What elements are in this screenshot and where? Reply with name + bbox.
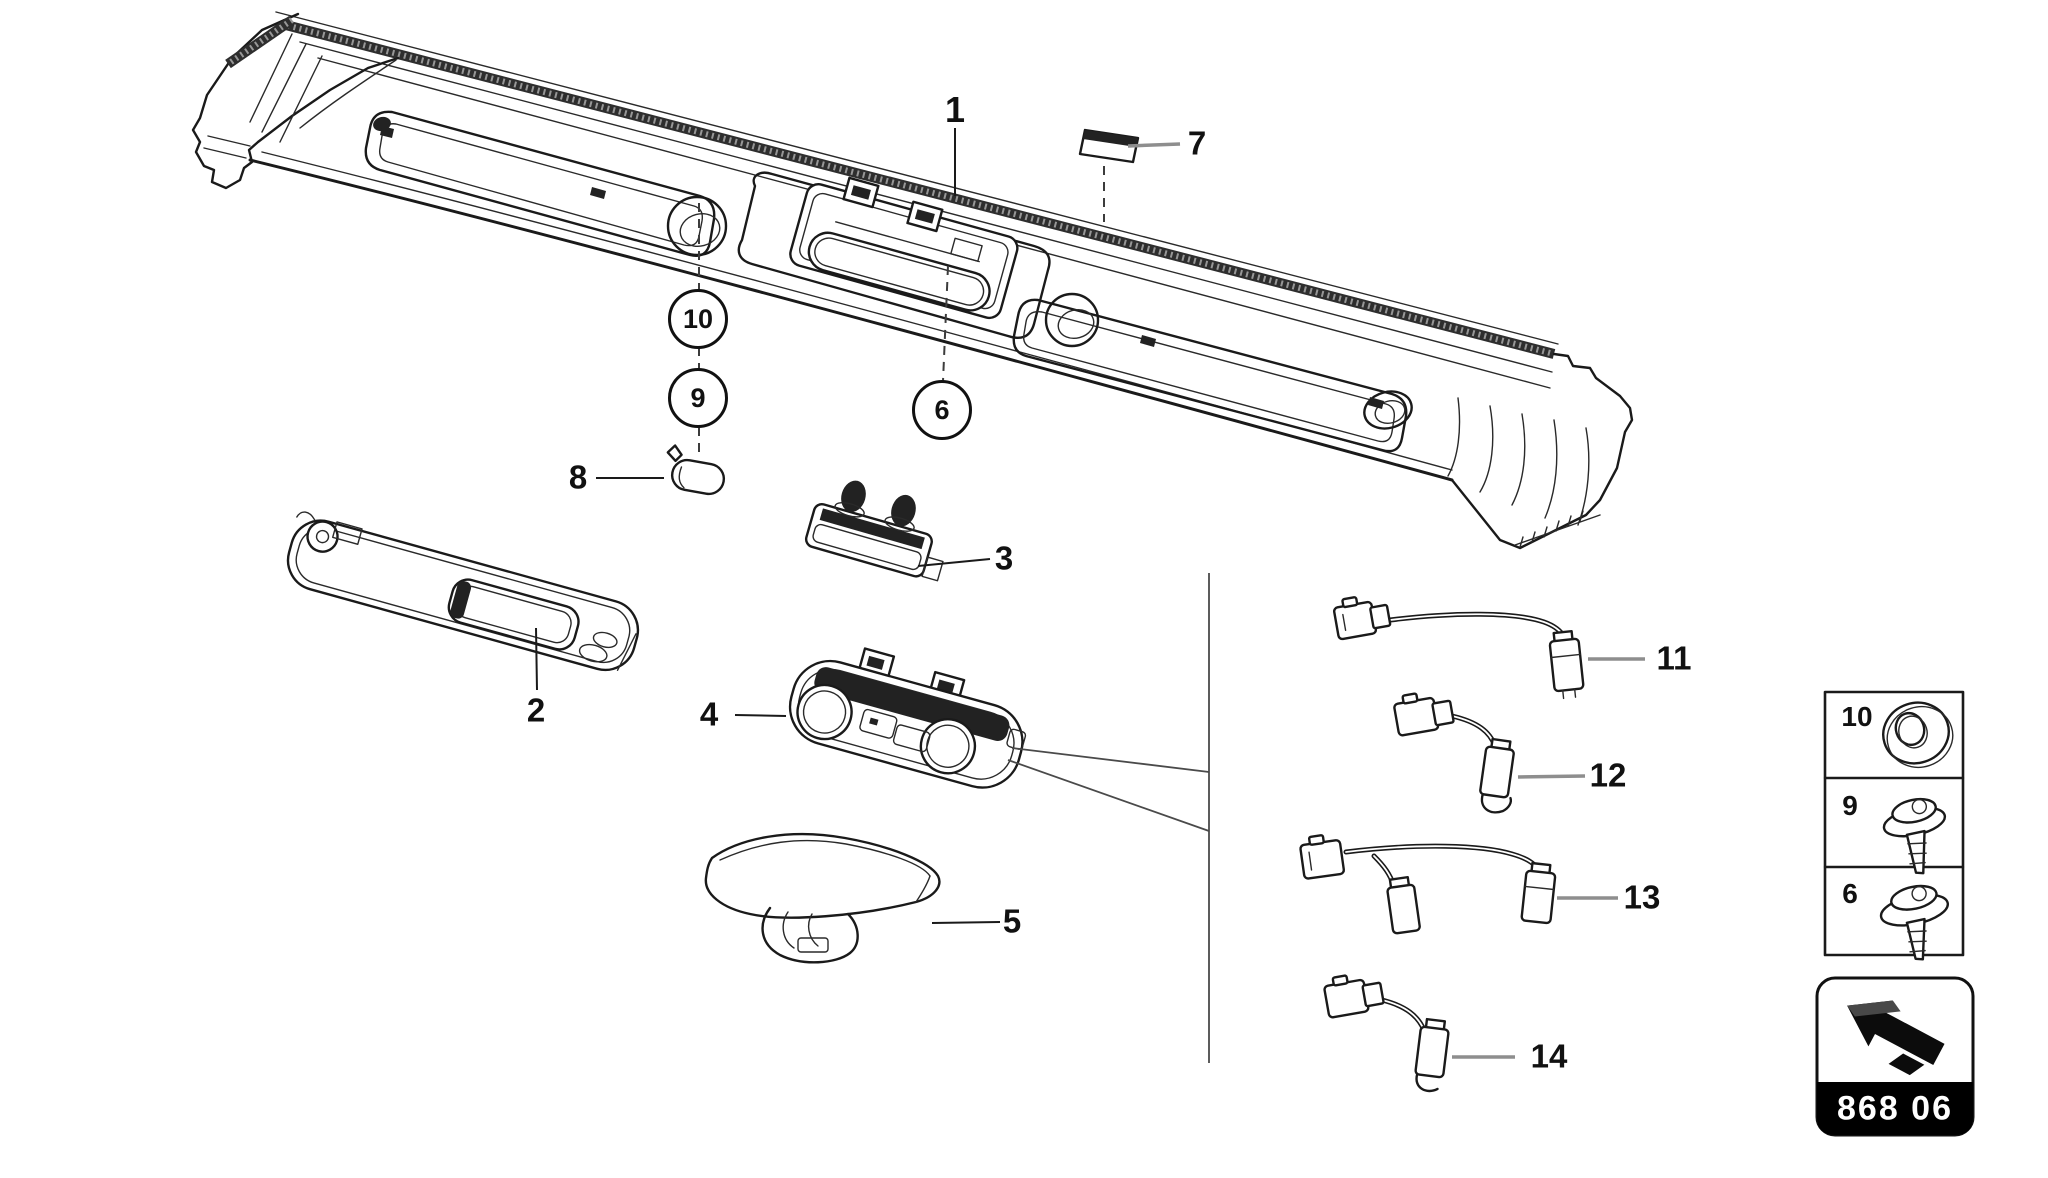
cable-11-drawing xyxy=(1332,596,1585,700)
section-code: 868 06 xyxy=(1837,1089,1953,1128)
clip-part8-drawing xyxy=(666,444,726,496)
screw-with-washer-icon xyxy=(1882,797,1947,875)
rear-view-mirror-drawing xyxy=(704,832,941,964)
cable-13-drawing xyxy=(1299,834,1557,935)
headliner-section-arrow-icon xyxy=(1847,1000,1945,1076)
callout-7[interactable]: 7 xyxy=(1187,124,1207,162)
overhead-console-drawing xyxy=(788,647,1027,789)
callout-9-circle[interactable]: 9 xyxy=(668,368,728,428)
headliner-panel-drawing xyxy=(191,11,1634,550)
callout-2[interactable]: 2 xyxy=(526,691,546,729)
washer-icon xyxy=(1882,701,1954,768)
reference-lines xyxy=(535,128,1645,1063)
callout-1[interactable]: 1 xyxy=(944,89,966,130)
callout-4[interactable]: 4 xyxy=(699,695,719,733)
callout-14[interactable]: 14 xyxy=(1530,1037,1568,1075)
callout-10-circle[interactable]: 10 xyxy=(668,289,728,349)
interior-light-drawing xyxy=(804,480,944,582)
legend-number-10: 10 xyxy=(1841,701,1873,732)
clip-part7-drawing xyxy=(1078,128,1140,164)
legend-number-6: 6 xyxy=(1842,878,1858,909)
callout-12[interactable]: 12 xyxy=(1589,756,1627,794)
callout-3[interactable]: 3 xyxy=(994,539,1014,577)
legend-number-9: 9 xyxy=(1842,790,1858,821)
callout-11[interactable]: 11 xyxy=(1656,639,1692,677)
sun-visor-drawing xyxy=(286,511,640,672)
section-tile-drawing xyxy=(1815,976,1975,1137)
flange-screw-icon xyxy=(1879,884,1949,961)
cable-14-drawing xyxy=(1323,974,1450,1093)
callout-8[interactable]: 8 xyxy=(568,458,588,496)
callout-6-circle[interactable]: 6 xyxy=(912,380,972,440)
cable-12-drawing xyxy=(1393,692,1515,814)
fastener-legend-drawing xyxy=(1823,690,1965,961)
callout-5[interactable]: 5 xyxy=(1002,902,1022,940)
callout-13[interactable]: 13 xyxy=(1623,878,1661,916)
